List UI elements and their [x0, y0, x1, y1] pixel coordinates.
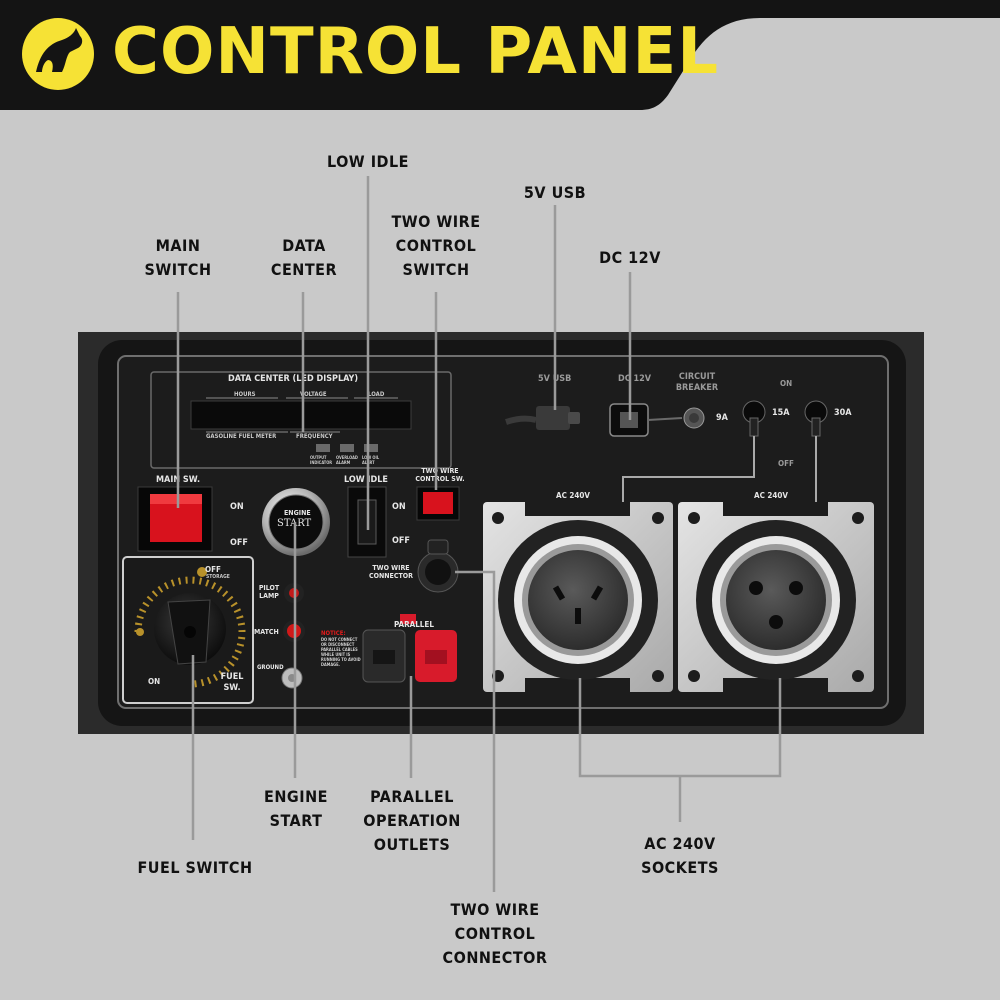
- header-background: [0, 0, 1000, 110]
- usb-panel-label: 5V USB: [538, 374, 572, 384]
- parallel-label: PARALLEL: [394, 620, 434, 629]
- start-button-label: START: [277, 518, 312, 529]
- ac-right-panel-label: AC 240V: [754, 491, 788, 500]
- page-title: CONTROL PANEL: [112, 15, 719, 89]
- panel-artwork: [78, 332, 924, 734]
- low-idle-panel-label: LOW IDLE: [344, 475, 388, 485]
- circuit-breaker-label: CIRCUIT BREAKER: [675, 372, 719, 393]
- two-wire-switch-panel-label: TWO WIRE CONTROL SW.: [415, 467, 465, 483]
- main-switch-panel-label: MAIN SW.: [156, 475, 201, 485]
- ac-left-panel-label: AC 240V: [556, 491, 590, 500]
- frequency-label: FREQUENCY: [296, 433, 333, 440]
- storage-label: STORAGE: [206, 574, 230, 580]
- fuel-off-label: OFF: [205, 565, 221, 574]
- callout-low-idle: LOW IDLE: [326, 152, 410, 171]
- data-center-display-label: DATA CENTER (LED DISPLAY): [228, 374, 359, 384]
- breaker-off-label: OFF: [778, 459, 794, 468]
- breaker-30a-label: 30A: [834, 408, 852, 418]
- fuel-meter-label: GASOLINE FUEL METER: [206, 433, 277, 440]
- fuel-on-label: ON: [148, 677, 161, 686]
- pilot-lamp-label: PILOT LAMP: [258, 584, 280, 600]
- overload-alarm-label: OVERLOAD ALARM: [336, 455, 358, 465]
- callout-usb: 5V USB: [523, 183, 587, 202]
- load-label: LOAD: [368, 391, 385, 398]
- low-idle-off-label: OFF: [392, 536, 410, 546]
- breaker-15a-label: 15A: [772, 408, 790, 418]
- notice-title: NOTICE:: [321, 630, 346, 637]
- callout-dc: DC 12V: [599, 248, 661, 267]
- low-oil-alert-label: LOW OIL ALERT: [362, 455, 380, 465]
- fuel-switch-panel-label: FUEL SW.: [220, 672, 244, 693]
- main-switch-on-label: ON: [230, 502, 244, 512]
- main-switch-off-label: OFF: [230, 538, 248, 548]
- header-bar: CONTROL PANEL: [0, 0, 1000, 110]
- dc-panel-label: DC 12V: [618, 374, 652, 384]
- voltage-label: VOLTAGE: [300, 391, 327, 398]
- ground-label: GROUND: [257, 664, 284, 671]
- breaker-on-label: ON: [780, 379, 793, 388]
- hours-label: HOURS: [234, 391, 256, 398]
- callout-fuel-switch: FUEL SWITCH: [137, 858, 253, 877]
- brand-logo-icon: [22, 18, 94, 90]
- low-idle-on-label: ON: [392, 502, 406, 512]
- match-label: MATCH: [254, 628, 279, 636]
- engine-button-label: ENGINE: [284, 509, 311, 517]
- two-wire-connector-panel-label: TWO WIRE CONNECTOR: [369, 564, 413, 580]
- output-indicator-label: OUTPUT INDICATOR: [310, 455, 333, 465]
- notice-text: DO NOT CONNECT OR DISCONNECT PARALLEL CA…: [321, 637, 361, 667]
- control-panel: DATA CENTER (LED DISPLAY) HOURS VOLTAGE …: [78, 332, 924, 734]
- breaker-rating-label: 9A: [716, 413, 728, 423]
